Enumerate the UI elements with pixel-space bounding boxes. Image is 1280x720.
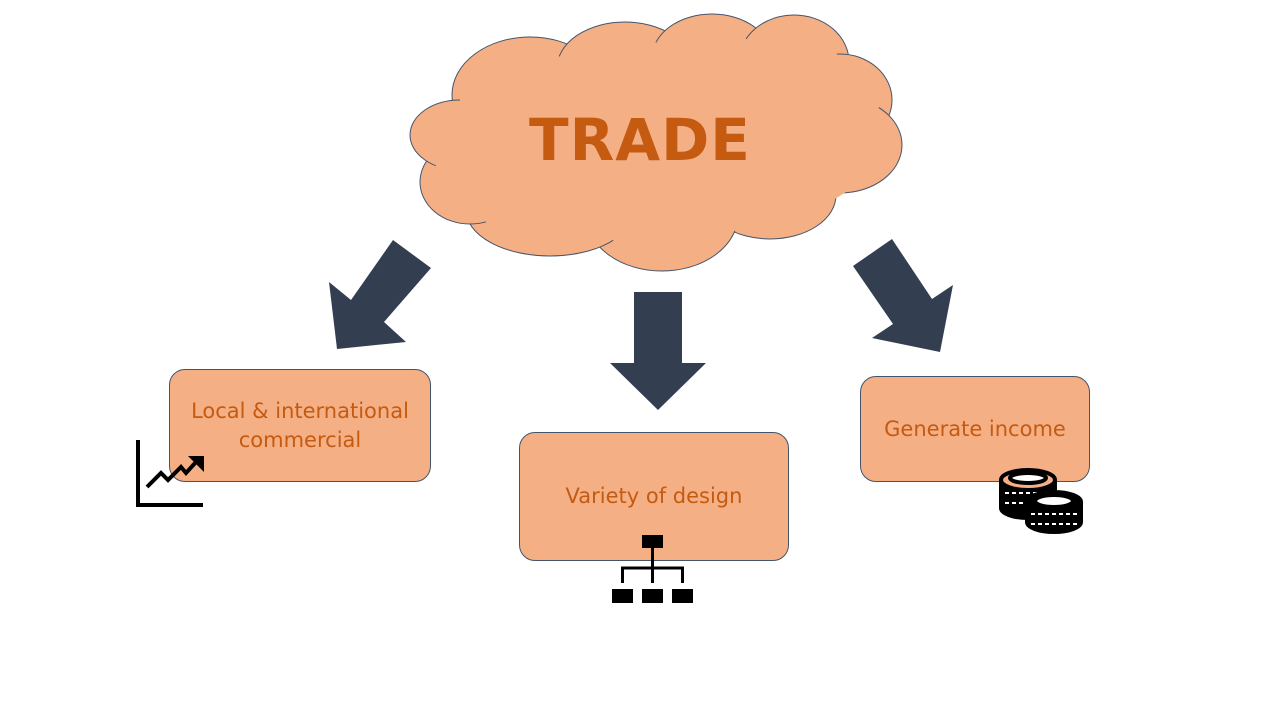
root-node-title: TRADE bbox=[529, 106, 751, 174]
branch-local-international: Local & international commercial bbox=[169, 369, 431, 482]
branch-generate-income: Generate income bbox=[860, 376, 1090, 482]
branch-label-income: Generate income bbox=[884, 416, 1066, 441]
coins-icon bbox=[999, 468, 1083, 534]
branch-label-variety: Variety of design bbox=[565, 484, 743, 508]
org-hierarchy-icon bbox=[612, 535, 693, 603]
trending-up-chart-icon bbox=[136, 440, 204, 507]
branch-label-local: Local & international commercial bbox=[191, 398, 409, 452]
